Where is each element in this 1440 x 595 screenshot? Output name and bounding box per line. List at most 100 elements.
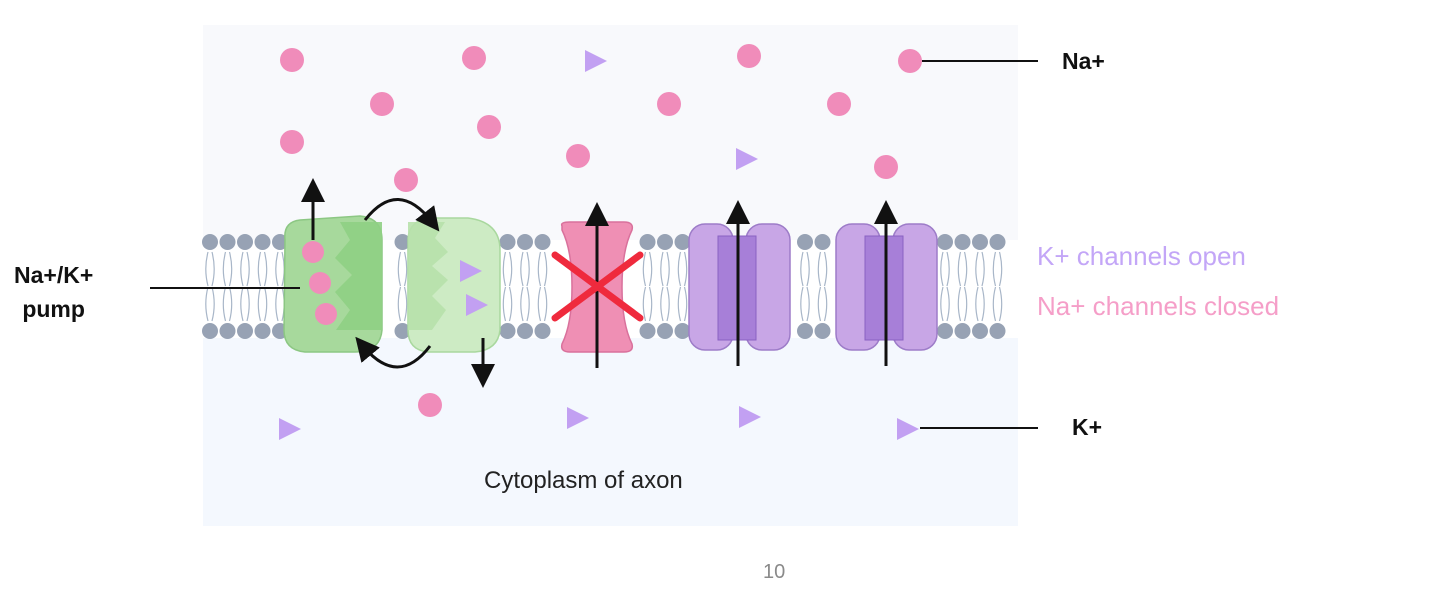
phospholipid-tail <box>683 251 688 287</box>
phospholipid-head <box>517 323 533 339</box>
phospholipid-tail <box>823 286 828 322</box>
sodium-ion <box>874 155 898 179</box>
cytoplasm-label: Cytoplasm of axon <box>484 467 683 494</box>
phospholipid-head <box>639 234 656 250</box>
phospholipid-tail <box>263 286 268 322</box>
phospholipid-head <box>657 234 673 250</box>
phospholipid-head <box>254 234 271 250</box>
phospholipid-tail <box>520 251 524 287</box>
phospholipid-tail <box>263 251 268 287</box>
phospholipid-tail <box>806 251 810 287</box>
phospholipid-head <box>972 234 988 250</box>
phospholipid-head <box>989 234 1006 250</box>
membrane-heads <box>202 234 1006 339</box>
phospholipid-tail <box>975 251 979 287</box>
phospholipid-head <box>954 323 971 339</box>
phospholipid-tail <box>998 286 1003 322</box>
phospholipid-head <box>657 323 673 339</box>
phospholipid-head <box>394 234 411 250</box>
sodium-ion <box>566 144 590 168</box>
pump-label: Na+/K+ pump <box>14 258 93 326</box>
phospholipid-tail <box>660 286 664 322</box>
sodium-ion <box>394 168 418 192</box>
sodium-ion <box>280 48 304 72</box>
sodium-ion <box>737 44 761 68</box>
extracellular-region <box>203 25 1018 240</box>
phospholipid-head <box>202 234 218 250</box>
phospholipid-head <box>937 323 953 339</box>
sodium-ion <box>418 393 442 417</box>
curved-arrow-icon <box>355 336 432 369</box>
phospholipid-head <box>202 323 218 339</box>
pump-notch-right <box>408 222 448 330</box>
potassium-ion <box>567 407 589 429</box>
phospholipid-tail <box>940 286 944 322</box>
potassium-ion <box>466 294 488 316</box>
phospholipid-head <box>272 234 288 250</box>
phospholipid-head <box>237 234 253 250</box>
phospholipid-tail <box>806 286 810 322</box>
phospholipid-head <box>517 234 533 250</box>
potassium-ion <box>585 50 607 72</box>
phospholipid-head <box>989 323 1006 339</box>
cytoplasm-region <box>203 338 1018 526</box>
phospholipid-tail <box>526 251 530 287</box>
phospholipid-head <box>797 323 813 339</box>
phospholipid-head <box>534 234 551 250</box>
phospholipid-head <box>814 234 831 250</box>
phospholipid-tail <box>677 286 682 322</box>
phospholipid-tail <box>257 286 262 322</box>
phospholipid-tail <box>228 286 233 322</box>
phospholipid-head <box>219 234 236 250</box>
phospholipid-tail <box>992 251 997 287</box>
potassium-ion <box>897 418 919 440</box>
sodium-label: Na+ <box>1062 48 1105 74</box>
potassium-ion <box>736 148 758 170</box>
ions <box>279 44 922 440</box>
page-number: 10 <box>763 561 786 583</box>
phospholipid-tail <box>666 251 670 287</box>
phospholipid-tail <box>642 251 647 287</box>
k-channel-open <box>688 200 791 366</box>
phospholipid-tail <box>275 286 279 322</box>
pump-label-line2: pump <box>22 296 85 322</box>
potassium-ion <box>739 406 761 428</box>
phospholipid-tail <box>683 286 688 322</box>
na-channels-closed-label: Na+ channels closed <box>1037 291 1280 321</box>
na-channel-closed <box>551 202 644 368</box>
phospholipid-tail <box>526 286 530 322</box>
x-mark-icon <box>551 251 644 322</box>
phospholipid-tail <box>397 251 402 287</box>
phospholipid-tail <box>222 286 227 322</box>
phospholipid-tail <box>677 251 682 287</box>
phospholipid-head <box>814 323 831 339</box>
phospholipid-tail <box>998 251 1003 287</box>
phospholipid-tail <box>992 286 997 322</box>
phospholipid-tail <box>946 251 950 287</box>
phospholipid-head <box>674 323 691 339</box>
phospholipid-head <box>972 323 988 339</box>
membrane-tails <box>205 251 1003 322</box>
sodium-ion <box>462 46 486 70</box>
phospholipid-tail <box>403 251 408 287</box>
phospholipid-tail <box>957 251 962 287</box>
phospholipid-tail <box>817 286 822 322</box>
phospholipid-head <box>674 234 691 250</box>
phospholipid-head <box>394 323 411 339</box>
phospholipid-tail <box>211 251 215 287</box>
phospholipid-tail <box>502 286 507 322</box>
phospholipid-tail <box>508 251 513 287</box>
phospholipid-tail <box>957 286 962 322</box>
phospholipid-tail <box>963 286 968 322</box>
phospholipid-tail <box>800 286 804 322</box>
phospholipid-tail <box>642 286 647 322</box>
phospholipid-tail <box>648 286 653 322</box>
phospholipid-tail <box>963 251 968 287</box>
pump-label-line1: Na+/K+ <box>14 262 94 288</box>
sodium-ion <box>657 92 681 116</box>
phospholipid-tail <box>205 286 209 322</box>
phospholipid-head <box>797 234 813 250</box>
phospholipid-tail <box>257 251 262 287</box>
potassium-label: K+ <box>1072 414 1103 440</box>
